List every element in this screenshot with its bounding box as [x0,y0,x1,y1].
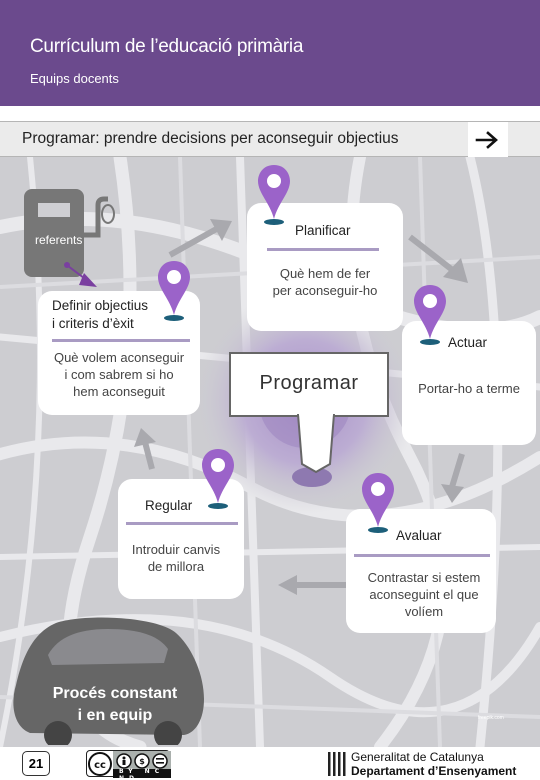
card-body: Portar-ho a terme [418,381,520,396]
card-title: Regular [145,498,193,513]
card-planificar: Planificar Què hem de fer per aconseguir… [247,203,403,331]
card-title: Actuar [448,335,488,350]
map-pin-icon [414,285,446,345]
section-banner: Programar: prendre decisions per aconseg… [0,121,540,157]
process-diagram: referents Planificar Què hem de fer per … [0,157,540,747]
footer: 21 cc $ BY NC ND Generalitat de Cataluny… [0,747,540,780]
header: Currículum de l’educació primària Equips… [0,0,540,106]
creative-commons-license-badge[interactable]: cc $ BY NC ND [86,750,171,780]
watermark: freepik.com [478,715,504,721]
section-heading: Programar: prendre decisions per aconseg… [22,130,399,147]
fuel-pump-icon [24,189,115,277]
card-divider [52,339,190,342]
map-pin-icon [258,165,290,225]
next-arrow-button[interactable] [468,122,508,157]
map-pin-icon [362,473,394,533]
svg-text:cc: cc [94,760,106,771]
document-title: Currículum de l’educació primària [30,36,304,57]
organization-name: Generalitat de Catalunya Departament d’E… [351,750,517,778]
center-bubble [229,352,389,417]
map-pin-icon [202,449,234,509]
flow-arrows [64,219,468,595]
creative-commons-icon: cc $ [88,751,171,778]
generalitat-logo-icon [327,752,347,776]
license-letters: BY NC ND [119,768,165,780]
card-body: Què volem aconseguir i com sabrem si ho … [53,350,185,399]
car-icon [13,617,205,745]
bubble-tail [296,414,336,474]
arrow-head [210,219,232,241]
card-regular: Regular Introduir canvis de millora [118,479,244,599]
card-title: Planificar [295,223,351,238]
card-definir-objectius: Definir objectius i criteris d’èxit Què … [38,291,200,415]
car-label: Procés constant i en equip [52,685,178,724]
card-divider [126,522,238,525]
card-body: Introduir canvis de millora [131,542,221,574]
card-body: Contrastar si estem aconseguint el que v… [367,570,481,619]
center-label: Programar [259,372,359,394]
card-divider [267,248,379,251]
fuel-label: referents [35,233,83,247]
page-number: 21 [22,751,50,776]
card-divider [354,554,490,557]
map-pin-icon [158,261,190,321]
card-body: Què hem de fer per aconseguir-ho [272,266,378,298]
svg-text:$: $ [139,757,145,766]
arrow-right-icon [475,130,498,149]
card-title: Avaluar [396,528,442,543]
card-title: Definir objectius i criteris d’èxit [52,298,149,331]
document-subtitle: Equips docents [30,71,119,86]
